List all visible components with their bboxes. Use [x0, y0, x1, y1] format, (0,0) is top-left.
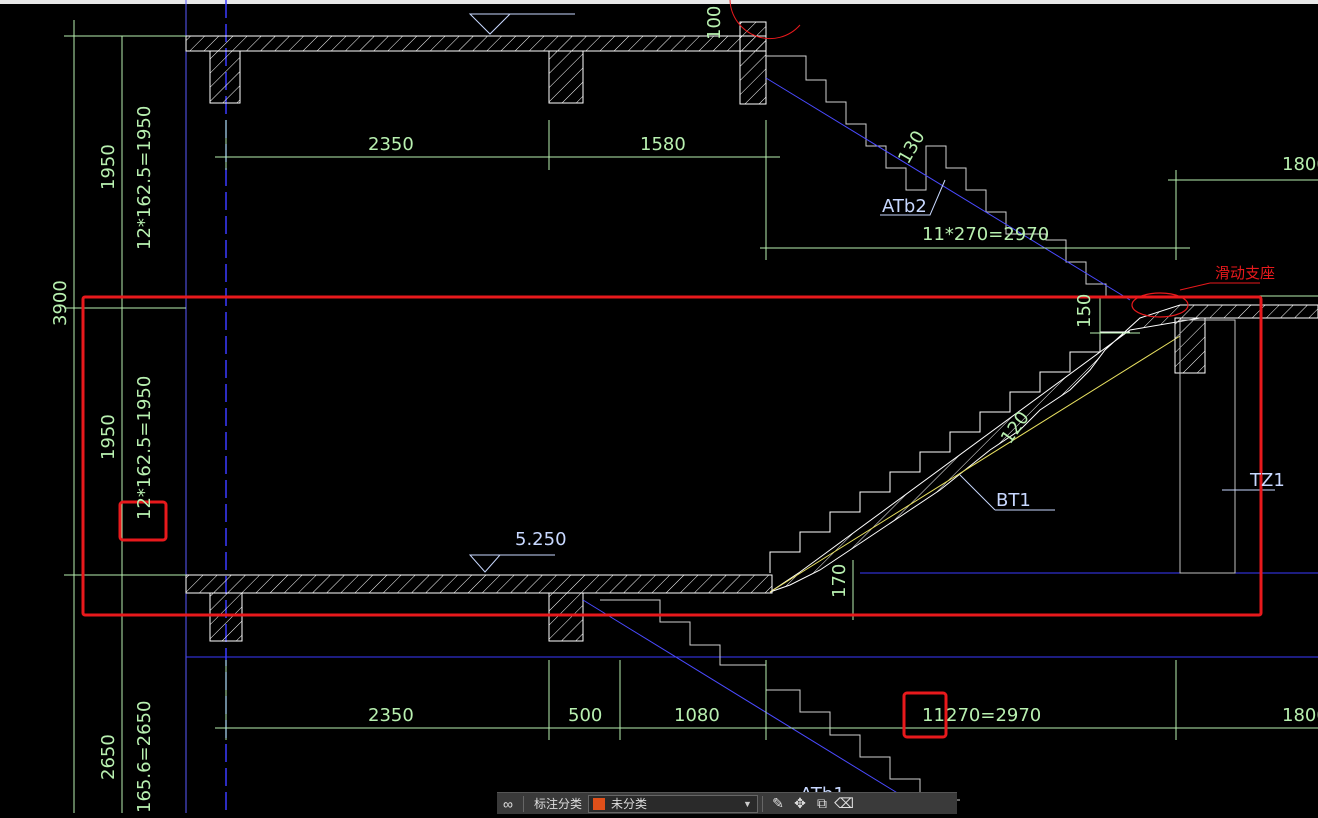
dim-text-150: 150 [1074, 294, 1095, 328]
dim-text-run-upper: 11*270=2970 [922, 224, 1049, 245]
elevation-triangle-top [468, 13, 512, 35]
elevation-text: 5.250 [515, 529, 567, 550]
elevation-triangle [468, 554, 502, 573]
dim-text-2350-top: 2350 [368, 134, 414, 155]
copy-icon[interactable]: ⧉ [817, 795, 828, 811]
dim-text-500: 500 [568, 705, 602, 726]
upper-slab [185, 21, 767, 105]
category-dropdown[interactable]: 未分类 ▼ [588, 794, 759, 813]
highlight-box-left [118, 500, 168, 542]
toolbar-separator [762, 795, 764, 812]
label-tz1: TZ1 [1249, 470, 1285, 491]
dim-text-3900: 3900 [50, 280, 71, 326]
highlight-box-bottom [902, 691, 948, 739]
dim-text-steps-lower: 165.6=2650 [134, 701, 155, 813]
chevron-down-icon: ▼ [743, 798, 752, 809]
dim-text-1950-top: 1950 [98, 144, 119, 190]
atb2-leader [880, 179, 946, 216]
sliding-support-ellipse [1131, 292, 1189, 318]
dim-text-steps-bottom: 12*162.5=1950 [134, 376, 155, 520]
dim-text-100: 100 [704, 6, 725, 40]
dimension-lines [64, 20, 1318, 813]
revision-cloud-top [729, 0, 801, 40]
dim-text-run-lower-post: 270=2970 [946, 705, 1041, 726]
delete-icon[interactable]: ⌫ [834, 795, 854, 811]
lower-stair-slope [582, 599, 931, 814]
dim-text-steps-top: 12*162.5=1950 [134, 106, 155, 250]
dim-text-130: 130 [894, 127, 929, 167]
category-value: 未分类 [611, 797, 648, 811]
dim-text-1080: 1080 [674, 705, 720, 726]
category-color-swatch [593, 797, 606, 810]
bt1-leader [959, 474, 996, 511]
link-icon[interactable]: ∞ [503, 795, 513, 812]
dim-text-1800-upper: 1800 [1282, 154, 1318, 175]
dim-text-2650: 2650 [98, 734, 119, 780]
label-sliding-support: 滑动支座 [1215, 264, 1275, 282]
dim-text-2350-bottom: 2350 [368, 705, 414, 726]
move-icon[interactable]: ✥ [794, 795, 806, 811]
highlight-box-main [81, 295, 1263, 617]
label-atb2: ATb2 [882, 196, 927, 217]
sliding-support-leader [1179, 282, 1211, 291]
category-label: 标注分类 [534, 797, 583, 811]
edit-icon[interactable]: ✎ [772, 795, 784, 811]
toolbar-separator [523, 795, 524, 812]
upper-stair-steps [766, 55, 1176, 297]
window-top-edge [0, 0, 1318, 4]
annotation-toolbar: ∞ 标注分类 未分类 ▼ ✎ ✥ ⧉ ⌫ [497, 792, 957, 814]
upper-stair-slope [765, 77, 1131, 301]
bt1-stair [769, 304, 1318, 593]
label-bt1: BT1 [996, 490, 1031, 511]
dim-text-1950-bottom: 1950 [98, 414, 119, 460]
dim-text-170: 170 [829, 564, 850, 598]
dim-text-1580: 1580 [640, 134, 686, 155]
lower-stair-steps [600, 599, 960, 801]
dim-text-1800-lower: 1800 [1282, 705, 1318, 726]
dim-text-run-lower-pre: 11 [922, 705, 945, 726]
mid-slab [185, 574, 773, 642]
tz1-column [1179, 319, 1236, 574]
